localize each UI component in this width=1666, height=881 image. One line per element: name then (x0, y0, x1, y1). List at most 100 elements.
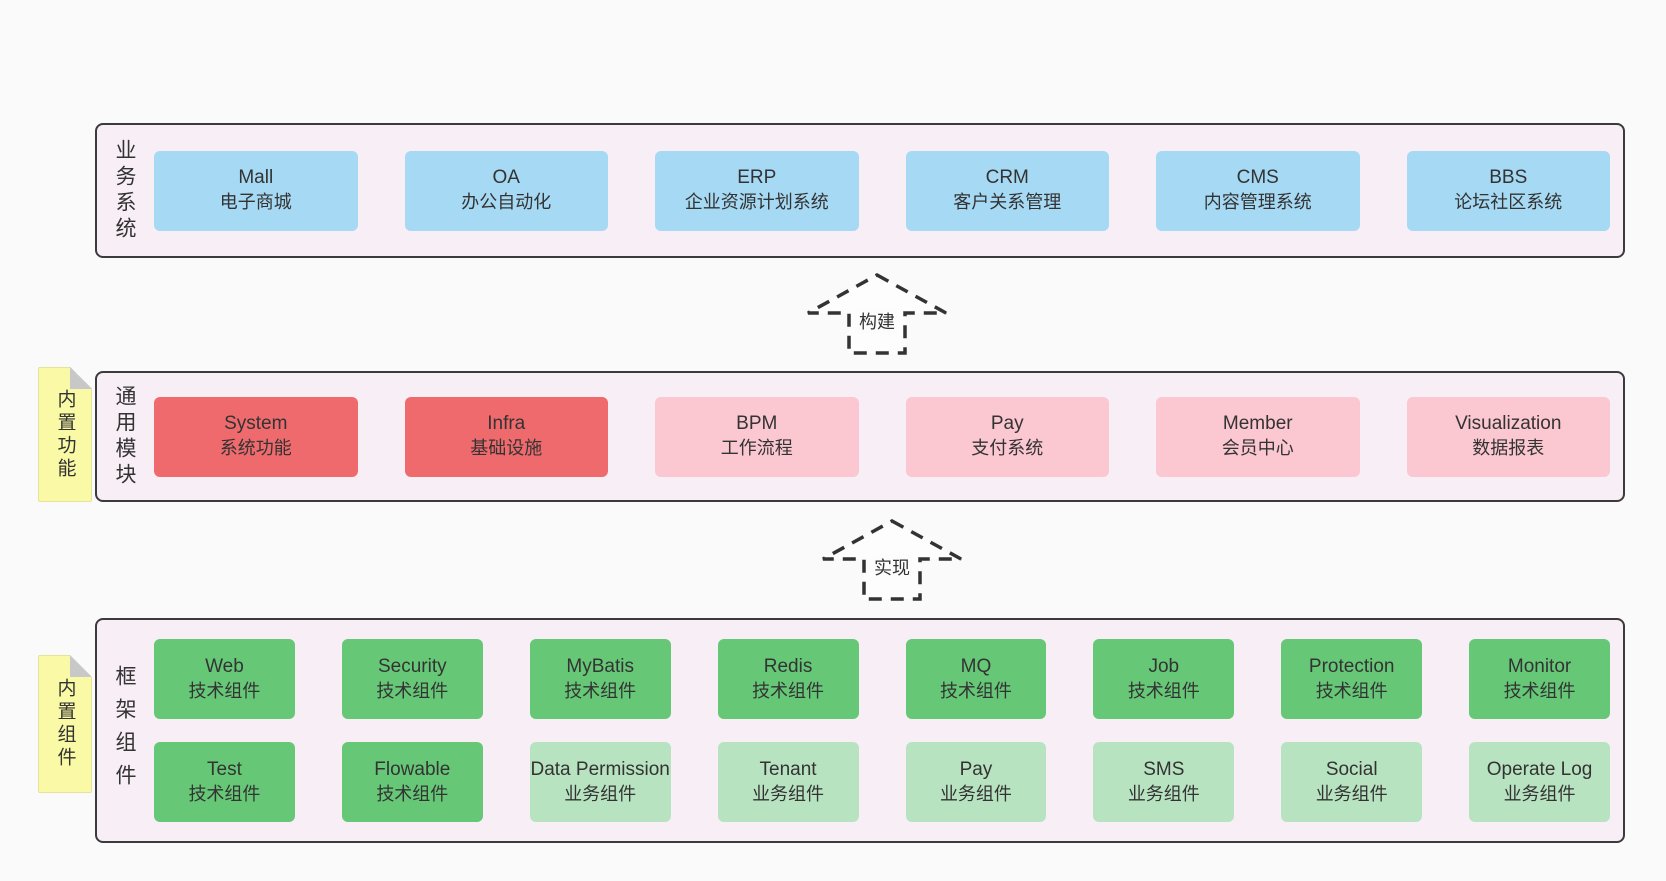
build-arrow-label: 构建 (857, 308, 897, 334)
box-title: Security (377, 655, 447, 677)
box-subtitle: 业务组件 (564, 783, 637, 804)
box-subtitle: 电子商城 (219, 192, 292, 213)
job-box: Job 技术组件 (1093, 639, 1235, 719)
framework-components-label: 框架组件 (113, 664, 136, 797)
tech-components-row: Web 技术组件 Security 技术组件 MyBatis 技术组件 Redi… (154, 639, 1610, 719)
bbs-box: BBS 论坛社区系统 (1406, 150, 1610, 231)
box-subtitle: 业务组件 (752, 783, 825, 804)
business-systems-panel: 业务系统 Mall 电子商城 OA 办公自动化 ERP 企业资源计划系统 CRM… (95, 123, 1625, 258)
box-subtitle: 系统功能 (219, 438, 292, 459)
erp-box: ERP 企业资源计划系统 (655, 150, 859, 231)
tenant-box: Tenant 业务组件 (717, 742, 859, 822)
box-subtitle: 基础设施 (470, 438, 543, 459)
implement-arrow-label: 实现 (872, 554, 912, 580)
visualization-box: Visualization 数据报表 (1406, 396, 1610, 477)
box-title: System (224, 413, 288, 435)
box-subtitle: 技术组件 (939, 680, 1012, 701)
box-subtitle: 业务组件 (1127, 783, 1200, 804)
box-title: ERP (737, 167, 777, 189)
box-subtitle: 业务组件 (1503, 783, 1576, 804)
data-permission-box: Data Permission 业务组件 (529, 742, 671, 822)
box-title: Data Permission (530, 758, 670, 780)
framework-components-panel: 框架组件 Web 技术组件 Security 技术组件 MyBatis 技术组件… (95, 618, 1625, 843)
box-subtitle: 技术组件 (752, 680, 825, 701)
pay-component-box: Pay 业务组件 (905, 742, 1047, 822)
box-title: Operate Log (1486, 758, 1593, 780)
monitor-box: Monitor 技术组件 (1469, 639, 1610, 719)
box-title: Redis (763, 655, 813, 677)
oa-box: OA 办公自动化 (404, 150, 608, 231)
box-subtitle: 企业资源计划系统 (684, 192, 829, 213)
flowable-box: Flowable 技术组件 (341, 742, 483, 822)
box-subtitle: 技术组件 (564, 680, 637, 701)
box-title: Mall (238, 167, 274, 189)
box-title: Test (207, 758, 242, 780)
common-modules-label: 通用模块 (113, 384, 136, 489)
box-subtitle: 办公自动化 (461, 192, 552, 213)
box-title: Flowable (374, 758, 451, 780)
pay-module-box: Pay 支付系统 (905, 396, 1109, 477)
common-modules-panel: 通用模块 System 系统功能 Infra 基础设施 BPM 工作流程 Pay… (95, 371, 1625, 502)
operate-log-box: Operate Log 业务组件 (1469, 742, 1610, 822)
box-title: BPM (736, 413, 778, 435)
box-title: Web (205, 655, 244, 677)
box-title: Pay (959, 758, 993, 780)
builtin-features-tag: 内置功能 (38, 367, 92, 502)
box-title: Monitor (1507, 655, 1572, 677)
builtin-components-tag-label: 内置组件 (54, 678, 76, 770)
box-subtitle: 业务组件 (939, 783, 1012, 804)
box-subtitle: 客户关系管理 (953, 192, 1062, 213)
framework-components-rows: Web 技术组件 Security 技术组件 MyBatis 技术组件 Redi… (154, 639, 1610, 822)
box-title: Tenant (759, 758, 817, 780)
business-components-row: Test 技术组件 Flowable 技术组件 Data Permission … (154, 742, 1610, 822)
box-title: SMS (1143, 758, 1185, 780)
mall-box: Mall 电子商城 (154, 150, 358, 231)
business-systems-row: Mall 电子商城 OA 办公自动化 ERP 企业资源计划系统 CRM 客户关系… (154, 150, 1610, 231)
box-title: Job (1148, 655, 1180, 677)
system-box: System 系统功能 (154, 396, 358, 477)
box-subtitle: 技术组件 (1503, 680, 1576, 701)
box-title: BBS (1489, 167, 1528, 189)
box-subtitle: 技术组件 (188, 680, 261, 701)
box-title: CRM (985, 167, 1029, 189)
crm-box: CRM 客户关系管理 (905, 150, 1109, 231)
common-modules-row: System 系统功能 Infra 基础设施 BPM 工作流程 Pay 支付系统… (154, 396, 1610, 477)
box-subtitle: 数据报表 (1472, 438, 1545, 459)
fold-corner-icon (70, 655, 92, 677)
box-title: Protection (1308, 655, 1395, 677)
builtin-features-tag-label: 内置功能 (54, 388, 76, 481)
mq-box: MQ 技术组件 (905, 639, 1047, 719)
box-title: Visualization (1455, 413, 1562, 435)
box-subtitle: 支付系统 (971, 438, 1044, 459)
implement-arrow-icon: 实现 (821, 518, 963, 602)
box-subtitle: 技术组件 (1127, 680, 1200, 701)
box-title: CMS (1236, 167, 1279, 189)
box-subtitle: 工作流程 (720, 438, 793, 459)
test-box: Test 技术组件 (154, 742, 295, 822)
mybatis-box: MyBatis 技术组件 (529, 639, 671, 719)
box-title: Pay (990, 413, 1024, 435)
builtin-components-tag: 内置组件 (38, 655, 92, 793)
business-systems-label: 业务系统 (113, 138, 136, 243)
box-subtitle: 会员中心 (1221, 438, 1294, 459)
cms-box: CMS 内容管理系统 (1156, 150, 1360, 231)
social-box: Social 业务组件 (1281, 742, 1423, 822)
box-title: OA (492, 167, 520, 189)
security-box: Security 技术组件 (341, 639, 483, 719)
box-title: Infra (487, 413, 526, 435)
member-box: Member 会员中心 (1156, 396, 1360, 477)
box-subtitle: 技术组件 (1315, 680, 1388, 701)
box-subtitle: 技术组件 (188, 783, 261, 804)
box-title: Social (1325, 758, 1378, 780)
box-subtitle: 技术组件 (376, 680, 449, 701)
fold-corner-icon (70, 367, 92, 389)
box-subtitle: 论坛社区系统 (1454, 192, 1563, 213)
protection-box: Protection 技术组件 (1281, 639, 1423, 719)
web-box: Web 技术组件 (154, 639, 295, 719)
box-subtitle: 业务组件 (1315, 783, 1388, 804)
box-subtitle: 技术组件 (376, 783, 449, 804)
build-arrow-icon: 构建 (806, 272, 948, 356)
box-subtitle: 内容管理系统 (1203, 192, 1312, 213)
bpm-box: BPM 工作流程 (655, 396, 859, 477)
